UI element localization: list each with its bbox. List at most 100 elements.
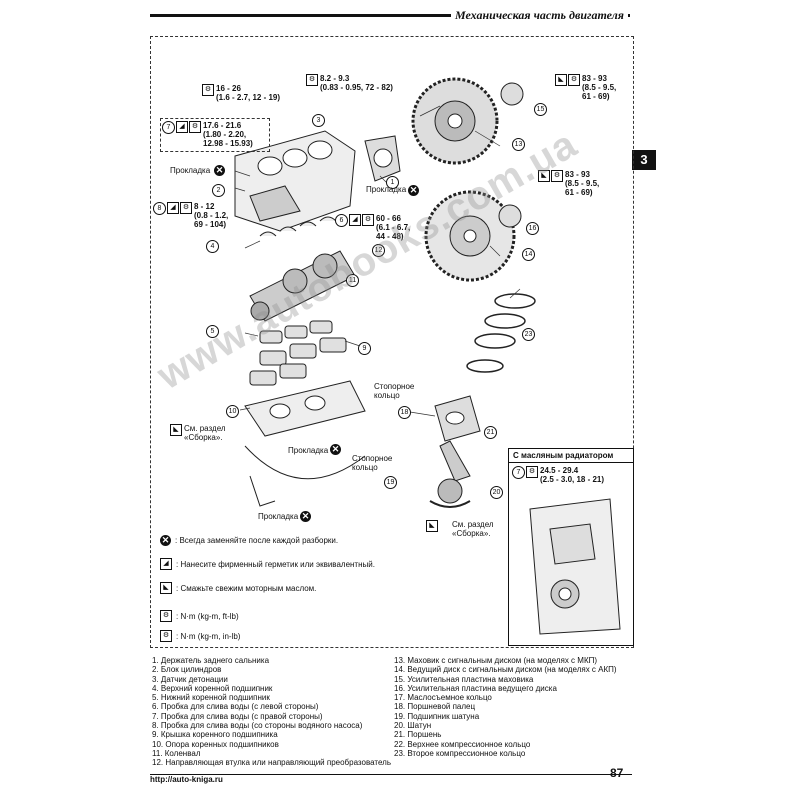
- list-item: 6. Пробка для слива воды (с левой сторон…: [152, 702, 319, 712]
- torque-ft-icon: ⚙: [202, 84, 214, 96]
- part-number-2: 2: [212, 184, 225, 197]
- replace-icon: ✕: [330, 444, 341, 455]
- part-number-1: 1: [386, 176, 399, 189]
- oil-icon: ◣: [555, 74, 567, 86]
- part-number-16: 16: [526, 222, 539, 235]
- oil-cooler-drawing: [529, 498, 621, 635]
- list-item: 13. Маховик с сигнальным диском (на моде…: [394, 656, 598, 665]
- part-number-5: 5: [206, 325, 219, 338]
- torque-callout: 8.2 - 9.3 (0.83 - 0.95, 72 - 82): [320, 74, 393, 92]
- part-number-3: 3: [312, 114, 325, 127]
- oil-icon: ◣: [170, 424, 182, 436]
- sealant-icon: ◢: [167, 202, 179, 214]
- legend-text: : Смажьте свежим моторным маслом.: [176, 583, 317, 593]
- flywheel-plate-drawing: [500, 82, 524, 106]
- crankshaft-drawing: [249, 250, 356, 322]
- legend-item: ⚙ : N·m (kg-m, ft-lb): [160, 610, 420, 622]
- list-item: 21. Поршень: [394, 730, 442, 740]
- leader-lines: [234, 105, 521, 417]
- list-item: 18. Поршневой палец: [394, 702, 476, 712]
- legend-text: : N·m (kg-m, in-lb): [176, 631, 241, 641]
- list-item: 10. Опора коренных подшипников: [152, 739, 279, 749]
- part-number-12: 12: [372, 244, 385, 257]
- list-item: 16. Усилительная пластина ведущего диска: [394, 683, 557, 693]
- part-number-18: 18: [398, 406, 411, 419]
- list-item: 14. Ведущий диск с сигнальным диском (на…: [394, 665, 617, 675]
- list-item: 19. Подшипник шатуна: [394, 711, 480, 721]
- engine-exploded-diagram: [234, 77, 536, 508]
- torque-callout: 8 - 12 (0.8 - 1.2, 69 - 104): [194, 202, 229, 229]
- list-item: 15. Усилительная пластина маховика: [394, 674, 534, 684]
- part-number-23: 23: [522, 328, 535, 341]
- part-number-11: 11: [346, 274, 359, 287]
- diagram-frame: [150, 36, 634, 648]
- sealant-icon: ◢: [160, 558, 172, 570]
- oil-icon: ◣: [538, 170, 550, 182]
- gasket-label: Прокладка: [288, 446, 329, 455]
- list-item: 23. Второе компрессионное кольцо: [394, 748, 526, 758]
- page-header-title: Механическая часть двигателя: [450, 8, 628, 23]
- cylinder-block-drawing: [234, 130, 356, 232]
- replace-icon: ✕: [160, 535, 171, 546]
- snap-ring-label: Стопорное кольцо: [352, 454, 393, 472]
- list-item: 2. Блок цилиндров: [152, 665, 222, 675]
- list-item: 4. Верхний коренной подшипник: [152, 683, 273, 693]
- parts-list-left: 1. Держатель заднего сальника 2. Блок ци…: [152, 656, 391, 768]
- torque-ft-icon: ⚙: [526, 466, 538, 478]
- sealant-icon: ◢: [176, 121, 188, 133]
- torque-callout: 83 - 93 (8.5 - 9.5, 61 - 69): [582, 74, 617, 101]
- sealant-icon: ◢: [349, 214, 361, 226]
- bearing-beam-drawing: [244, 380, 366, 437]
- legend-item: ◢ : Нанесите фирменный герметик или экви…: [160, 558, 420, 570]
- main-bearing-caps-drawing: [249, 320, 347, 386]
- torque-ft-icon: ⚙: [160, 610, 172, 622]
- part-number-19: 19: [384, 476, 397, 489]
- drive-plate-reinforcement-drawing: [498, 204, 522, 228]
- list-item: 7. Пробка для слива воды (с правой сторо…: [152, 711, 323, 721]
- replace-icon: ✕: [214, 165, 225, 176]
- torque-ft-icon: ⚙: [189, 121, 201, 133]
- torque-callout: 83 - 93 (8.5 - 9.5, 61 - 69): [565, 170, 600, 197]
- parts-list-right: 13. Маховик с сигнальным диском (на моде…: [394, 656, 617, 758]
- rear-seal-holder-drawing: [364, 135, 401, 182]
- list-item: 12. Направляющая втулка или направляющий…: [152, 758, 391, 768]
- part-number-7: 7: [512, 466, 525, 479]
- callout-box: [160, 118, 270, 152]
- list-item: 1. Держатель заднего сальника: [152, 656, 270, 665]
- torque-callout: 24.5 - 29.4 (2.5 - 3.0, 18 - 21): [540, 466, 605, 484]
- legend-item: ◣ : Смажьте свежим моторным маслом.: [160, 582, 420, 594]
- header-rule: [150, 14, 630, 27]
- torque-callout: 17.6 - 21.6 (1.80 - 2.20, 12.98 - 15.93): [203, 121, 253, 148]
- legend-text: : N·m (kg-m, ft-lb): [176, 611, 239, 621]
- oil-icon: ◣: [160, 582, 172, 594]
- gasket-label: Прокладка: [366, 185, 407, 194]
- piston-rings-drawing: [466, 293, 536, 373]
- part-number-14: 14: [522, 248, 535, 261]
- gasket-label: Прокладка: [258, 512, 299, 521]
- legend-text: : Всегда заменяйте после каждой разборки…: [175, 536, 339, 545]
- part-number-9: 9: [358, 342, 371, 355]
- footer-rule: [150, 774, 632, 775]
- torque-in-icon: ⚙: [160, 630, 172, 642]
- snap-ring-label: Стопорное кольцо: [374, 382, 415, 400]
- list-item: 17. Маслосъемное кольцо: [394, 693, 492, 703]
- torque-ft-icon: ⚙: [551, 170, 563, 182]
- torque-ft-icon: ⚙: [180, 202, 192, 214]
- legend-item: ⚙ : N·m (kg-m, in-lb): [160, 630, 420, 642]
- oil-cooler-inset: С масляным радиатором: [508, 448, 634, 646]
- part-number-10: 10: [226, 405, 239, 418]
- see-section-label: См. раздел «Сборка».: [452, 520, 494, 538]
- legend-item: ✕ : Всегда заменяйте после каждой разбор…: [160, 535, 420, 546]
- torque-in-icon: ⚙: [306, 74, 318, 86]
- part-number-6: 6: [335, 214, 348, 227]
- torque-ft-icon: ⚙: [362, 214, 374, 226]
- section-tab: 3: [632, 150, 656, 170]
- part-number-13: 13: [512, 138, 525, 151]
- piston-drawing: [434, 395, 481, 442]
- torque-callout: 16 - 26 (1.6 - 2.7, 12 - 19): [216, 84, 281, 102]
- list-item: 11. Коленвал: [152, 748, 201, 758]
- list-item: 8. Пробка для слива воды (со стороны вод…: [152, 721, 363, 731]
- footer-url[interactable]: http://auto-kniga.ru: [150, 775, 223, 784]
- list-item: 20. Шатун: [394, 721, 432, 731]
- legend-text: : Нанесите фирменный герметик или эквива…: [176, 559, 375, 569]
